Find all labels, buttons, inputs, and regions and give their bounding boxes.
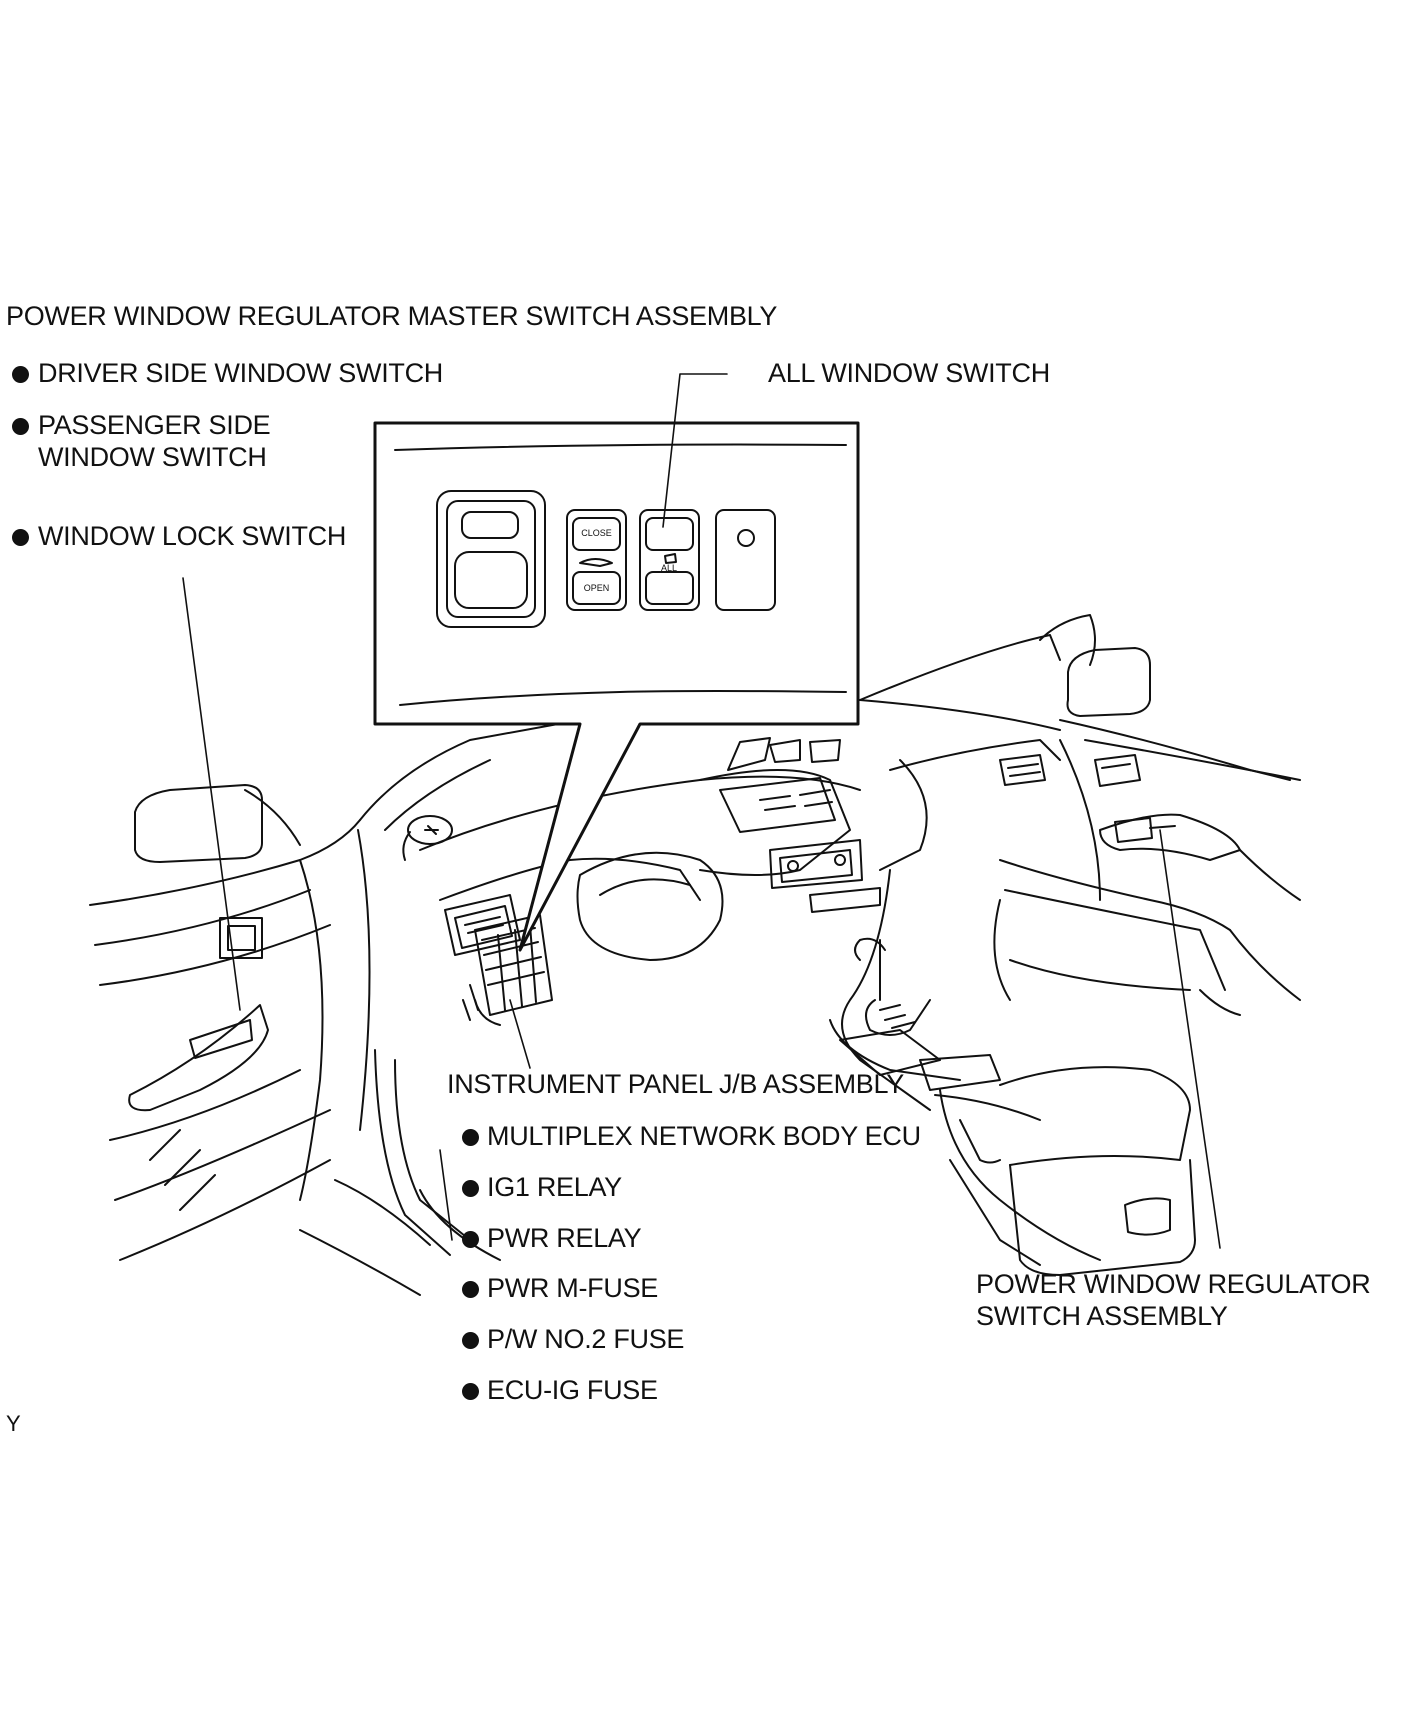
close-switch-text: CLOSE [581,528,612,538]
bullet-icon [12,529,29,546]
jb-component-item: PWR RELAY [487,1223,642,1253]
center-console-drawing [829,869,1196,1276]
driver-side-switch-label: DRIVER SIDE WINDOW SWITCH [38,358,443,388]
jb-component-item: MULTIPLEX NETWORK BODY ECU [487,1121,921,1151]
bullet-icon [462,1383,479,1400]
bullet-icon [462,1231,479,1248]
window-lock-switch-label: WINDOW LOCK SWITCH [38,521,347,551]
jb-component-item: P/W NO.2 FUSE [487,1324,685,1354]
bullet-icon [462,1180,479,1197]
left-door-drawing [89,784,431,1296]
figure-code: Y [6,1411,21,1436]
jb-component-item: PWR M-FUSE [487,1273,658,1303]
switch-callout-inset [373,421,860,952]
open-switch-text: OPEN [583,583,610,593]
bullet-icon [462,1129,479,1146]
master-switch-assembly-label: POWER WINDOW REGULATOR MASTER SWITCH ASS… [6,301,778,331]
all-window-switch-label: ALL WINDOW SWITCH [768,358,1050,388]
bullet-icon [12,418,29,435]
jb-assembly-label: INSTRUMENT PANEL J/B ASSEMBLY [447,1069,904,1099]
regulator-switch-assembly-label: POWER WINDOW REGULATOR SWITCH ASSEMBLY [976,1269,1371,1331]
jb-component-item: IG1 RELAY [487,1172,622,1202]
jb-component-item: ECU-IG FUSE [487,1375,658,1405]
jb-assembly-drawing [462,914,553,1026]
bullet-icon [12,366,29,383]
bullet-icon [462,1332,479,1349]
right-door-drawing [993,647,1301,1016]
bullet-icon [462,1281,479,1298]
leader-lines [182,373,1221,1249]
passenger-side-switch-label: PASSENGER SIDE WINDOW SWITCH [38,410,271,472]
all-switch-text: ALL [660,563,677,573]
